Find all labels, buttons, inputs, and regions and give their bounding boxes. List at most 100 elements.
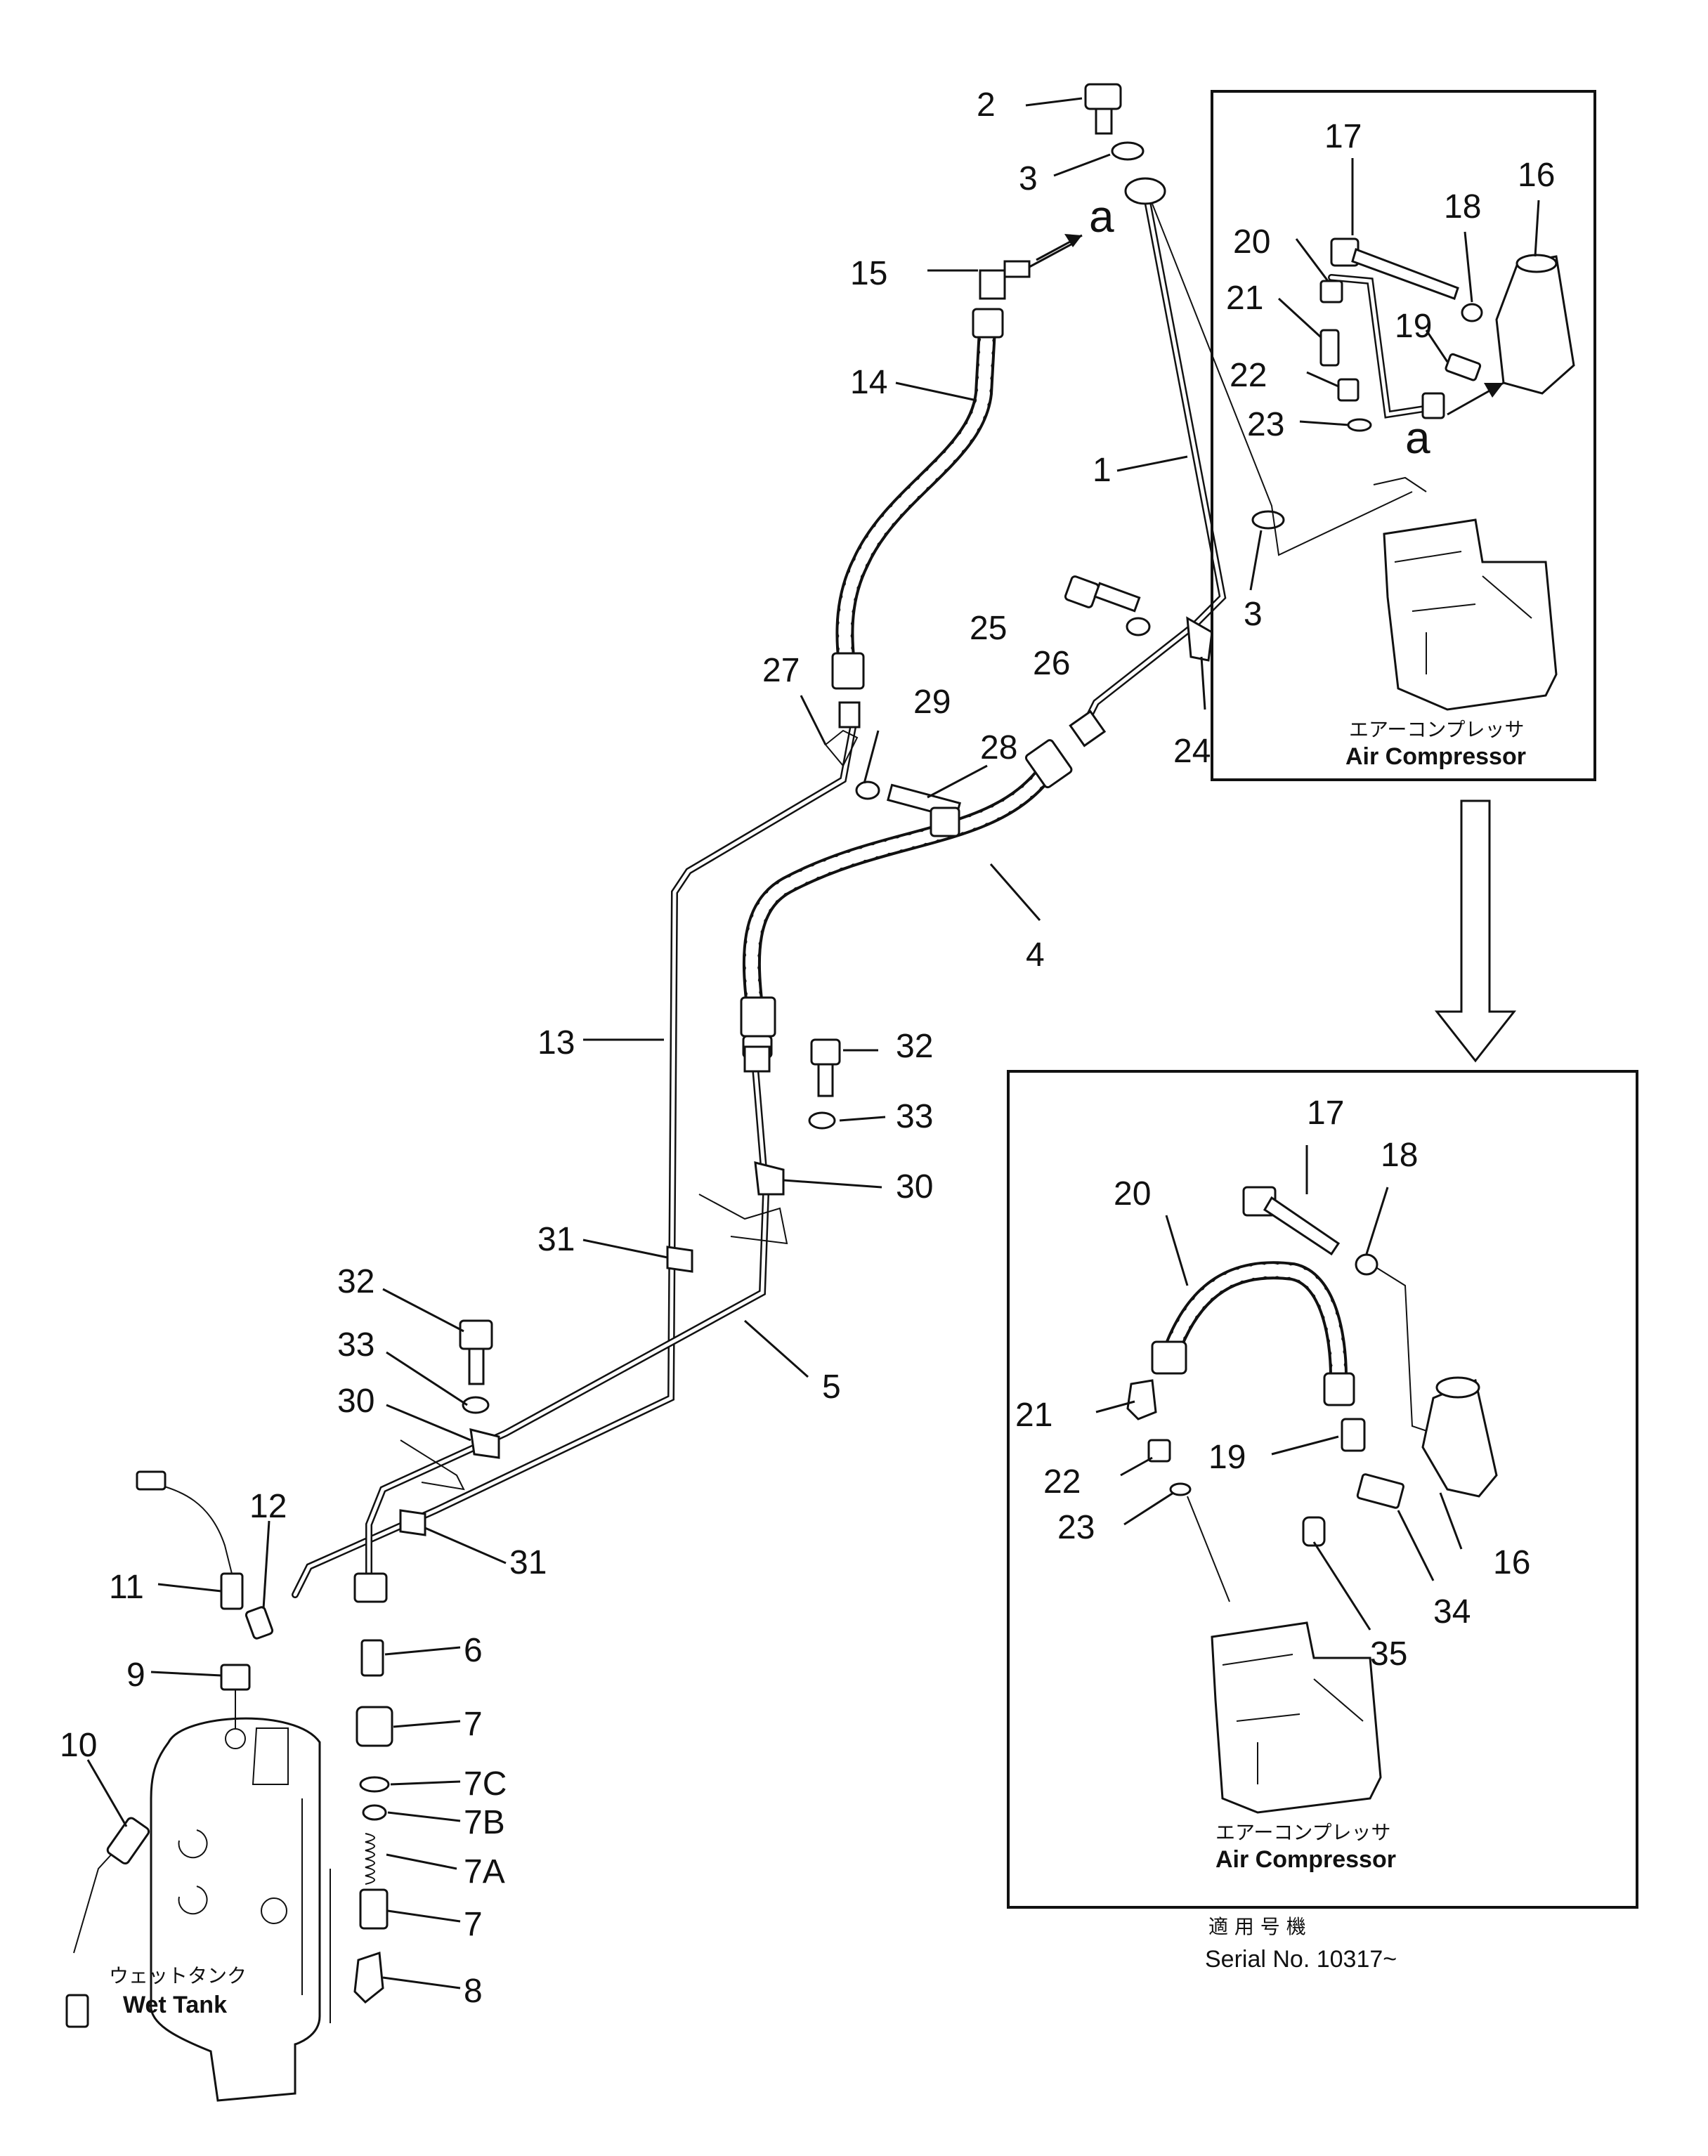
washer-26 bbox=[1126, 617, 1151, 636]
leader-lines bbox=[86, 97, 1263, 1990]
bolt-32-upper bbox=[810, 1038, 841, 1066]
callout-12: 12 bbox=[249, 1488, 287, 1525]
callout-30-upper: 30 bbox=[896, 1168, 933, 1206]
top-callout-23: 23 bbox=[1247, 406, 1284, 443]
callout-28: 28 bbox=[980, 729, 1017, 766]
connector-11 bbox=[136, 1470, 167, 1491]
bolt-32-lower-shank bbox=[468, 1347, 485, 1385]
bot-compressor bbox=[1211, 1621, 1382, 1814]
callout-30-lower: 30 bbox=[337, 1383, 374, 1420]
callout-8: 8 bbox=[464, 1973, 483, 2010]
callout-32-upper: 32 bbox=[896, 1028, 933, 1065]
connector-27 bbox=[838, 701, 861, 729]
bot-callout-21: 21 bbox=[1015, 1397, 1052, 1434]
callout-14: 14 bbox=[850, 364, 887, 401]
detail-box-bottom: 17 18 20 21 19 22 23 16 34 35 エアーコンプレッサ … bbox=[1007, 1070, 1638, 1909]
top-washer-23 bbox=[1347, 418, 1372, 432]
down-arrow bbox=[1434, 799, 1517, 1063]
callout-3-top: 3 bbox=[1019, 160, 1038, 197]
nut-pipe5-end bbox=[353, 1572, 388, 1603]
callout-3-lower: 3 bbox=[1244, 596, 1263, 633]
callout-31-lower: 31 bbox=[509, 1544, 547, 1581]
top-callout-21: 21 bbox=[1226, 280, 1263, 317]
top-compressor-jp: エアーコンプレッサ bbox=[1349, 718, 1524, 741]
callout-5: 5 bbox=[822, 1368, 841, 1406]
callouts-main: 2 3 a 15 14 1 3 25 26 24 27 29 28 4 13 3… bbox=[60, 86, 1263, 2010]
view-a-main: a bbox=[1089, 191, 1114, 242]
top-callout-16: 16 bbox=[1518, 157, 1555, 194]
clamp-30-upper bbox=[754, 1161, 785, 1196]
callout-7C: 7C bbox=[464, 1765, 507, 1803]
callout-33-upper: 33 bbox=[896, 1098, 933, 1135]
tee-9 bbox=[220, 1664, 251, 1691]
pipe-13 bbox=[292, 720, 857, 1598]
serial-label-jp: 適 用 号 機 bbox=[1208, 1915, 1306, 1938]
eye-fitting bbox=[1124, 177, 1166, 205]
detail-box-top: 17 18 16 20 21 19 22 23 a エアーコンプレッサ Air … bbox=[1152, 90, 1596, 781]
bot-callout-16: 16 bbox=[1493, 1544, 1530, 1581]
bot-callout-23: 23 bbox=[1057, 1509, 1095, 1546]
bot-hose20-fitting-b bbox=[1323, 1372, 1355, 1406]
bracket-lower bbox=[400, 1439, 465, 1491]
wire-11 bbox=[147, 1482, 233, 1574]
part-7B bbox=[362, 1804, 387, 1821]
top-fitting-21 bbox=[1319, 329, 1340, 367]
bot-governor-16 bbox=[1421, 1378, 1498, 1498]
serial-label-en: Serial No. 10317~ bbox=[1205, 1946, 1397, 1973]
bolt-2 bbox=[1084, 83, 1122, 110]
top-nut-20 bbox=[1319, 280, 1343, 303]
bot-callout-35: 35 bbox=[1370, 1635, 1407, 1673]
part-7-cap bbox=[356, 1706, 393, 1747]
bot-plug-35 bbox=[1302, 1516, 1326, 1547]
spring-7A bbox=[365, 1833, 375, 1885]
bolt-32-upper-shank bbox=[817, 1063, 834, 1097]
washer-3-top bbox=[1111, 141, 1145, 161]
connector-5 bbox=[743, 1045, 771, 1073]
tank-bracket bbox=[252, 1727, 289, 1785]
top-callout-18: 18 bbox=[1444, 188, 1481, 226]
connector-10 bbox=[65, 1994, 89, 2028]
top-washer-18 bbox=[1461, 303, 1483, 322]
bot-callout-20: 20 bbox=[1114, 1175, 1151, 1213]
bot-elbow-21 bbox=[1126, 1379, 1157, 1420]
elbow-8 bbox=[353, 1951, 384, 2004]
part-7C bbox=[359, 1776, 390, 1793]
top-fitting-19 bbox=[1445, 353, 1482, 381]
callout-27: 27 bbox=[762, 652, 800, 689]
bolt-2-shank bbox=[1095, 107, 1113, 135]
top-governor-16 bbox=[1495, 255, 1575, 395]
bolt-32-lower bbox=[459, 1319, 493, 1350]
washer-33-upper bbox=[808, 1111, 836, 1130]
top-callout-20: 20 bbox=[1233, 223, 1270, 261]
bot-bolt-17-shank bbox=[1263, 1196, 1341, 1256]
elbow-15 bbox=[979, 269, 1006, 300]
hose4-top-fitting bbox=[1024, 739, 1073, 789]
top-nut-20b bbox=[1421, 392, 1445, 419]
callout-33-lower: 33 bbox=[337, 1326, 374, 1364]
tank-body bbox=[150, 1717, 321, 2102]
bot-callout-17: 17 bbox=[1307, 1095, 1344, 1132]
top-compressor bbox=[1383, 518, 1558, 711]
washer-29 bbox=[855, 780, 880, 800]
top-box-frame bbox=[1211, 90, 1596, 781]
bot-fitting-22 bbox=[1147, 1439, 1171, 1463]
parts bbox=[65, 83, 1285, 2028]
view-a-top: a bbox=[1405, 412, 1430, 463]
bot-compressor-jp: エアーコンプレッサ bbox=[1215, 1821, 1390, 1844]
clamp-27 bbox=[824, 729, 859, 767]
tank-label-jp: ウェットタンク bbox=[109, 1964, 247, 1987]
sensor-10 bbox=[106, 1817, 150, 1865]
bot-washer-23 bbox=[1169, 1482, 1192, 1496]
hose4-bottom-fitting bbox=[740, 996, 776, 1038]
elbow-15-nipple bbox=[1003, 260, 1031, 278]
pipe-routing bbox=[292, 186, 1227, 1598]
hose14-top-fitting bbox=[972, 308, 1004, 339]
callout-7-bottom: 7 bbox=[464, 1906, 483, 1943]
hose14-bottom-fitting bbox=[831, 652, 865, 690]
bot-callout-34: 34 bbox=[1433, 1593, 1471, 1631]
bot-callout-18: 18 bbox=[1381, 1137, 1418, 1174]
callout-26: 26 bbox=[1033, 645, 1070, 682]
wet-tank: ウェットタンク Wet Tank bbox=[109, 1690, 331, 2102]
top-callout-22: 22 bbox=[1230, 357, 1267, 394]
